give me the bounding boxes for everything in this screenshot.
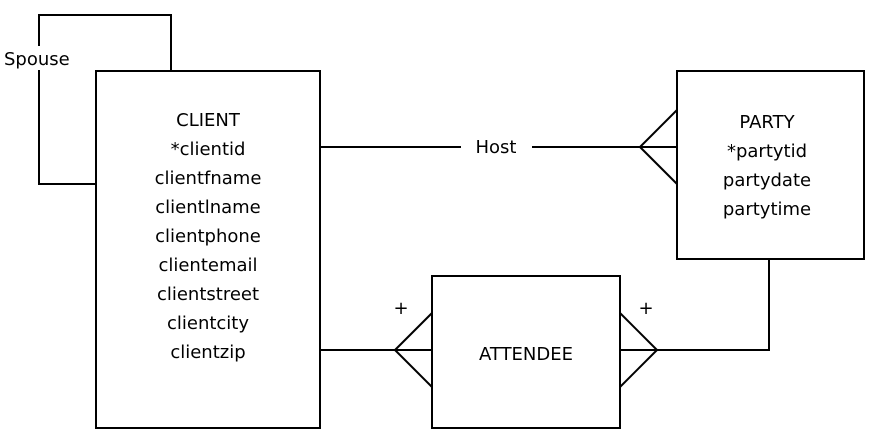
client-entity-name: CLIENT <box>176 110 241 131</box>
client-attendee-crows-foot <box>394 312 433 388</box>
party-entity-box <box>676 70 865 260</box>
client-attribute: clientlname <box>155 197 261 218</box>
host-label: Host <box>476 137 517 158</box>
client-entity-box <box>95 70 321 429</box>
party-attendee-marker: + <box>638 298 653 319</box>
client-attribute: clientstreet <box>157 284 259 305</box>
client-attribute: *clientid <box>171 139 246 160</box>
party-attendee-line <box>620 259 770 351</box>
party-attribute: partydate <box>723 170 811 191</box>
spouse-label-bg <box>2 46 72 70</box>
party-attendee-crows-foot <box>619 312 658 388</box>
host-crows-foot <box>639 109 678 185</box>
party-attribute: *partytid <box>727 141 807 162</box>
client-attributes: *clientid clientfname clientlname client… <box>155 139 262 363</box>
client-attribute: clientfname <box>155 168 262 189</box>
spouse-label: Spouse <box>4 49 70 70</box>
client-attribute: clientemail <box>158 255 257 276</box>
attendee-entity-name: ATTENDEE <box>479 344 573 365</box>
client-attribute: clientcity <box>167 313 249 334</box>
party-attribute: partytime <box>723 199 811 220</box>
party-entity-name: PARTY <box>739 112 795 133</box>
spouse-relationship-line <box>38 14 172 185</box>
party-attributes: *partytid partydate partytime <box>723 141 811 220</box>
client-attribute: clientzip <box>170 342 245 363</box>
client-attribute: clientphone <box>155 226 261 247</box>
attendee-entity-box <box>431 275 621 429</box>
client-attendee-marker: + <box>393 298 408 319</box>
